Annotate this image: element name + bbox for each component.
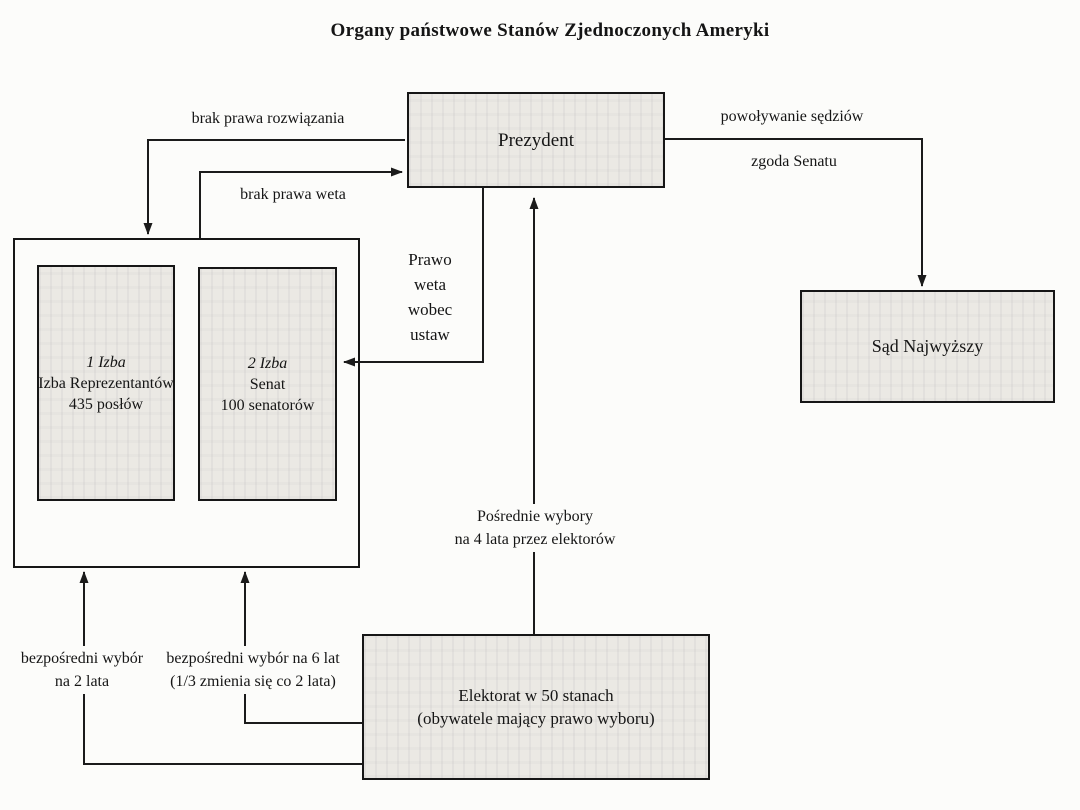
edge-label-posrednie-wybory: Pośrednie wybory na 4 lata przez elektor… [449,504,621,552]
node-prezydent: Prezydent [407,92,665,188]
node-izba1-size: 435 posłów [68,395,144,413]
edge-label-prawo-weta: Prawo weta wobec ustaw [402,246,458,348]
edge-label-zgoda-senatu: zgoda Senatu [746,149,842,174]
node-elektorat: Elektorat w 50 stanach (obywatele mający… [362,634,710,780]
node-elektorat-line2: (obywatele mający prawo wyboru) [417,709,655,728]
node-izba2-title: 2 Izba [247,354,288,372]
diagram-title: Organy państwowe Stanów Zjednoczonych Am… [330,20,770,41]
edge-label-bezposredni-2-lata: bezpośredni wybór na 2 lata [15,646,149,694]
node-izba2-name: Senat [249,375,286,393]
node-izba-reprezentantow: 1 Izba Izba Reprezentantów 435 posłów [37,265,175,501]
edge-label-powolywanie-sedziow: powoływanie sędziów [715,104,869,129]
node-izba2-size: 100 senatorów [220,396,315,414]
node-elektorat-line1: Elektorat w 50 stanach [458,686,614,705]
edge-label-bezposredni-6-lat: bezpośredni wybór na 6 lat (1/3 zmienia … [161,646,345,694]
node-senat: 2 Izba Senat 100 senatorów [198,267,337,501]
node-izba1-title: 1 Izba [86,353,126,371]
edge-label-brak-prawa-weta: brak prawa weta [235,182,351,207]
node-prezydent-label: Prezydent [498,129,574,151]
edge-label-brak-prawa-rozwiazania: brak prawa rozwiązania [186,106,350,131]
node-izba1-name: Izba Reprezentantów [38,374,174,392]
node-sad-najwyzszy: Sąd Najwyższy [800,290,1055,403]
node-sad-najwyzszy-label: Sąd Najwyższy [871,336,984,356]
